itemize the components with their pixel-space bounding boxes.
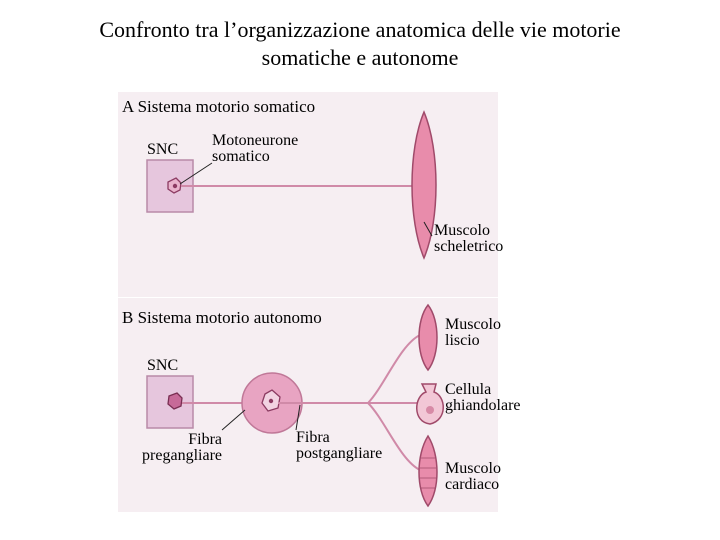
gland-cell-nucleus	[426, 406, 434, 414]
preganglionic-label-line-2: pregangliare	[142, 447, 222, 464]
page-title: Confronto tra l’organizzazione anatomica…	[0, 16, 720, 72]
gland-cell-label-line-2: ghiandolare	[445, 397, 521, 414]
somatic-label-pointer	[179, 162, 213, 185]
postganglionic-label-line-1: Fibra	[296, 429, 330, 446]
cns-label-somatic: SNC	[147, 141, 179, 158]
gland-cell-label-line-1: Cellula	[445, 381, 492, 398]
gland-cell-shape	[416, 383, 444, 425]
smooth-muscle-shape	[418, 303, 438, 372]
postganglionic-fiber-label: Fibra postgangliare	[296, 430, 382, 462]
cardiac-muscle-label: Muscolo cardiaco	[445, 461, 501, 493]
postganglionic-label-pointer	[295, 404, 301, 431]
panel-a-heading: A Sistema motorio somatico	[122, 97, 316, 116]
gland-cell-label: Cellula ghiandolare	[445, 382, 521, 414]
panel-b-heading: B Sistema motorio autonomo	[122, 308, 322, 327]
ganglion-neuron-nucleus	[268, 398, 274, 404]
smooth-muscle-label-line-2: liscio	[445, 332, 480, 349]
smooth-muscle-label-line-1: Muscolo	[445, 316, 501, 333]
motor-neuron-label-line-1: Motoneurone	[212, 132, 299, 149]
preganglionic-label-line-1: Fibra	[188, 431, 222, 448]
cns-label-autonomic: SNC	[147, 357, 179, 374]
postganglionic-label-line-2: postgangliare	[296, 445, 383, 462]
smooth-muscle-label: Muscolo liscio	[445, 317, 501, 349]
cardiac-muscle-label-line-1: Muscolo	[445, 460, 501, 477]
skeletal-muscle-label-line-1: Muscolo	[434, 222, 490, 239]
motor-neuron-label-line-2: somatico	[212, 148, 270, 165]
cardiac-muscle-label-line-2: cardiaco	[445, 476, 500, 493]
skeletal-muscle-label-line-2: scheletrico	[434, 238, 504, 255]
motor-neuron-nucleus	[172, 183, 178, 189]
skeletal-muscle-shape	[411, 110, 437, 260]
motor-neuron-label: Motoneurone somatico	[212, 133, 298, 165]
preganglionic-fiber-label: Fibra pregangliare	[118, 432, 222, 464]
muscle-label-pointer	[423, 221, 433, 237]
title-line-1: Confronto tra l’organizzazione anatomica…	[99, 17, 621, 42]
branch-to-smooth-muscle	[367, 334, 421, 404]
skeletal-muscle-label: Muscolo scheletrico	[434, 223, 503, 255]
preganglionic-neuron-body	[167, 392, 183, 410]
preganglionic-label-pointer	[221, 409, 246, 431]
branch-to-cardiac-muscle	[367, 402, 421, 471]
cardiac-muscle-shape	[418, 434, 438, 508]
cardiac-muscle-striations	[420, 457, 436, 489]
title-line-2: somatiche e autonome	[261, 45, 459, 70]
